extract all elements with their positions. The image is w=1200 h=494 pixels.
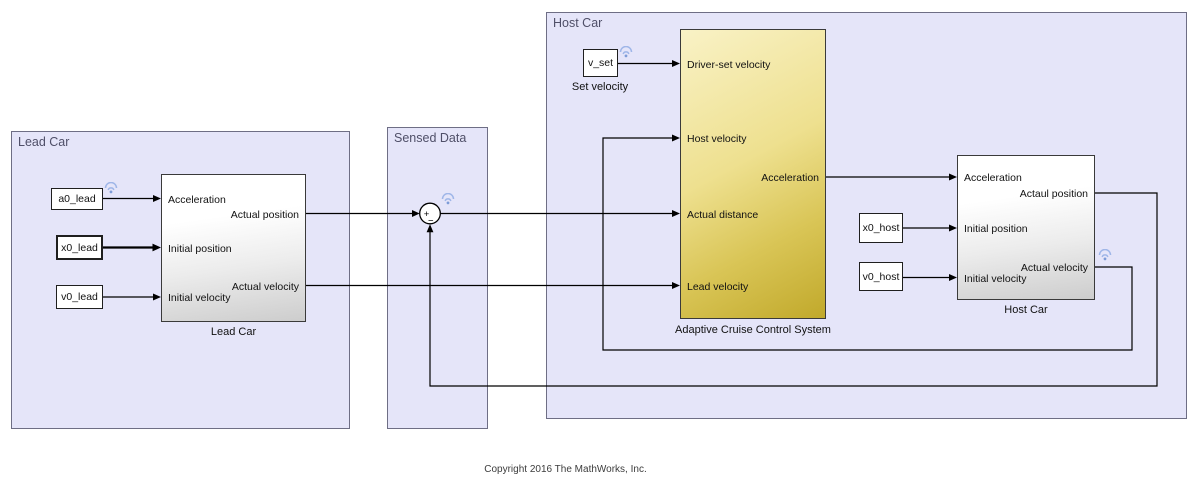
area-lead-car-label: Lead Car bbox=[18, 135, 70, 149]
wireless-signal-icon bbox=[441, 192, 455, 205]
port-acc-driver-set-velocity[interactable]: Driver-set velocity bbox=[687, 58, 771, 71]
port-acc-host-velocity[interactable]: Host velocity bbox=[687, 133, 747, 145]
wireless-badge-sum[interactable] bbox=[441, 192, 455, 211]
wireless-badge-host-velocity[interactable] bbox=[1098, 248, 1112, 267]
block-x0-host[interactable]: x0_host bbox=[859, 213, 903, 243]
wireless-badge-a0-lead[interactable] bbox=[104, 181, 118, 200]
port-lead-initial-position[interactable]: Initial position bbox=[168, 242, 232, 255]
port-lead-initial-velocity[interactable]: Initial velocity bbox=[168, 292, 231, 304]
port-host-initial-position[interactable]: Initial position bbox=[964, 223, 1028, 235]
area-sensed-data[interactable]: Sensed Data bbox=[387, 127, 488, 429]
port-host-initial-velocity[interactable]: Initial velocity bbox=[964, 272, 1027, 285]
area-host-car-label: Host Car bbox=[553, 16, 603, 30]
wireless-signal-icon bbox=[1098, 248, 1112, 261]
subsystem-lead-car-caption: Lead Car bbox=[210, 326, 257, 338]
block-adaptive-cruise-control-caption: Adaptive Cruise Control System bbox=[675, 324, 831, 336]
port-host-actual-velocity[interactable]: Actual velocity bbox=[1020, 262, 1088, 274]
area-sensed-data-label: Sensed Data bbox=[394, 131, 467, 145]
block-v0-host[interactable]: v0_host bbox=[859, 262, 903, 291]
port-acc-actual-distance[interactable]: Actual distance bbox=[687, 208, 759, 221]
port-lead-actual-position[interactable]: Actual position bbox=[230, 208, 299, 221]
port-acc-lead-velocity[interactable]: Lead velocity bbox=[687, 280, 749, 293]
port-lead-acceleration[interactable]: Acceleration bbox=[168, 193, 226, 206]
port-host-actual-position[interactable]: Actaul position bbox=[1019, 188, 1088, 200]
subsystem-host-car[interactable]: Acceleration Initial position Initial ve… bbox=[957, 155, 1095, 300]
port-acc-acceleration[interactable]: Acceleration bbox=[761, 172, 819, 184]
subsystem-host-car-caption: Host Car bbox=[1004, 304, 1048, 316]
block-a0-lead[interactable]: a0_lead bbox=[51, 188, 103, 210]
block-v-set-caption: Set velocity bbox=[571, 81, 629, 93]
wireless-signal-icon bbox=[619, 45, 633, 58]
wireless-badge-v-set[interactable] bbox=[619, 45, 633, 64]
copyright-text: Copyright 2016 The MathWorks, Inc. bbox=[484, 464, 647, 475]
wireless-signal-icon bbox=[104, 181, 118, 194]
port-host-acceleration[interactable]: Acceleration bbox=[964, 172, 1022, 184]
block-v-set[interactable]: v_set bbox=[583, 49, 618, 77]
subsystem-lead-car[interactable]: Acceleration Initial position Initial ve… bbox=[161, 174, 306, 322]
block-x0-lead[interactable]: x0_lead bbox=[56, 235, 103, 260]
port-lead-actual-velocity[interactable]: Actual velocity bbox=[231, 280, 299, 293]
block-adaptive-cruise-control[interactable]: Driver-set velocity Host velocity Actual… bbox=[680, 29, 826, 319]
block-v0-lead[interactable]: v0_lead bbox=[56, 285, 103, 309]
